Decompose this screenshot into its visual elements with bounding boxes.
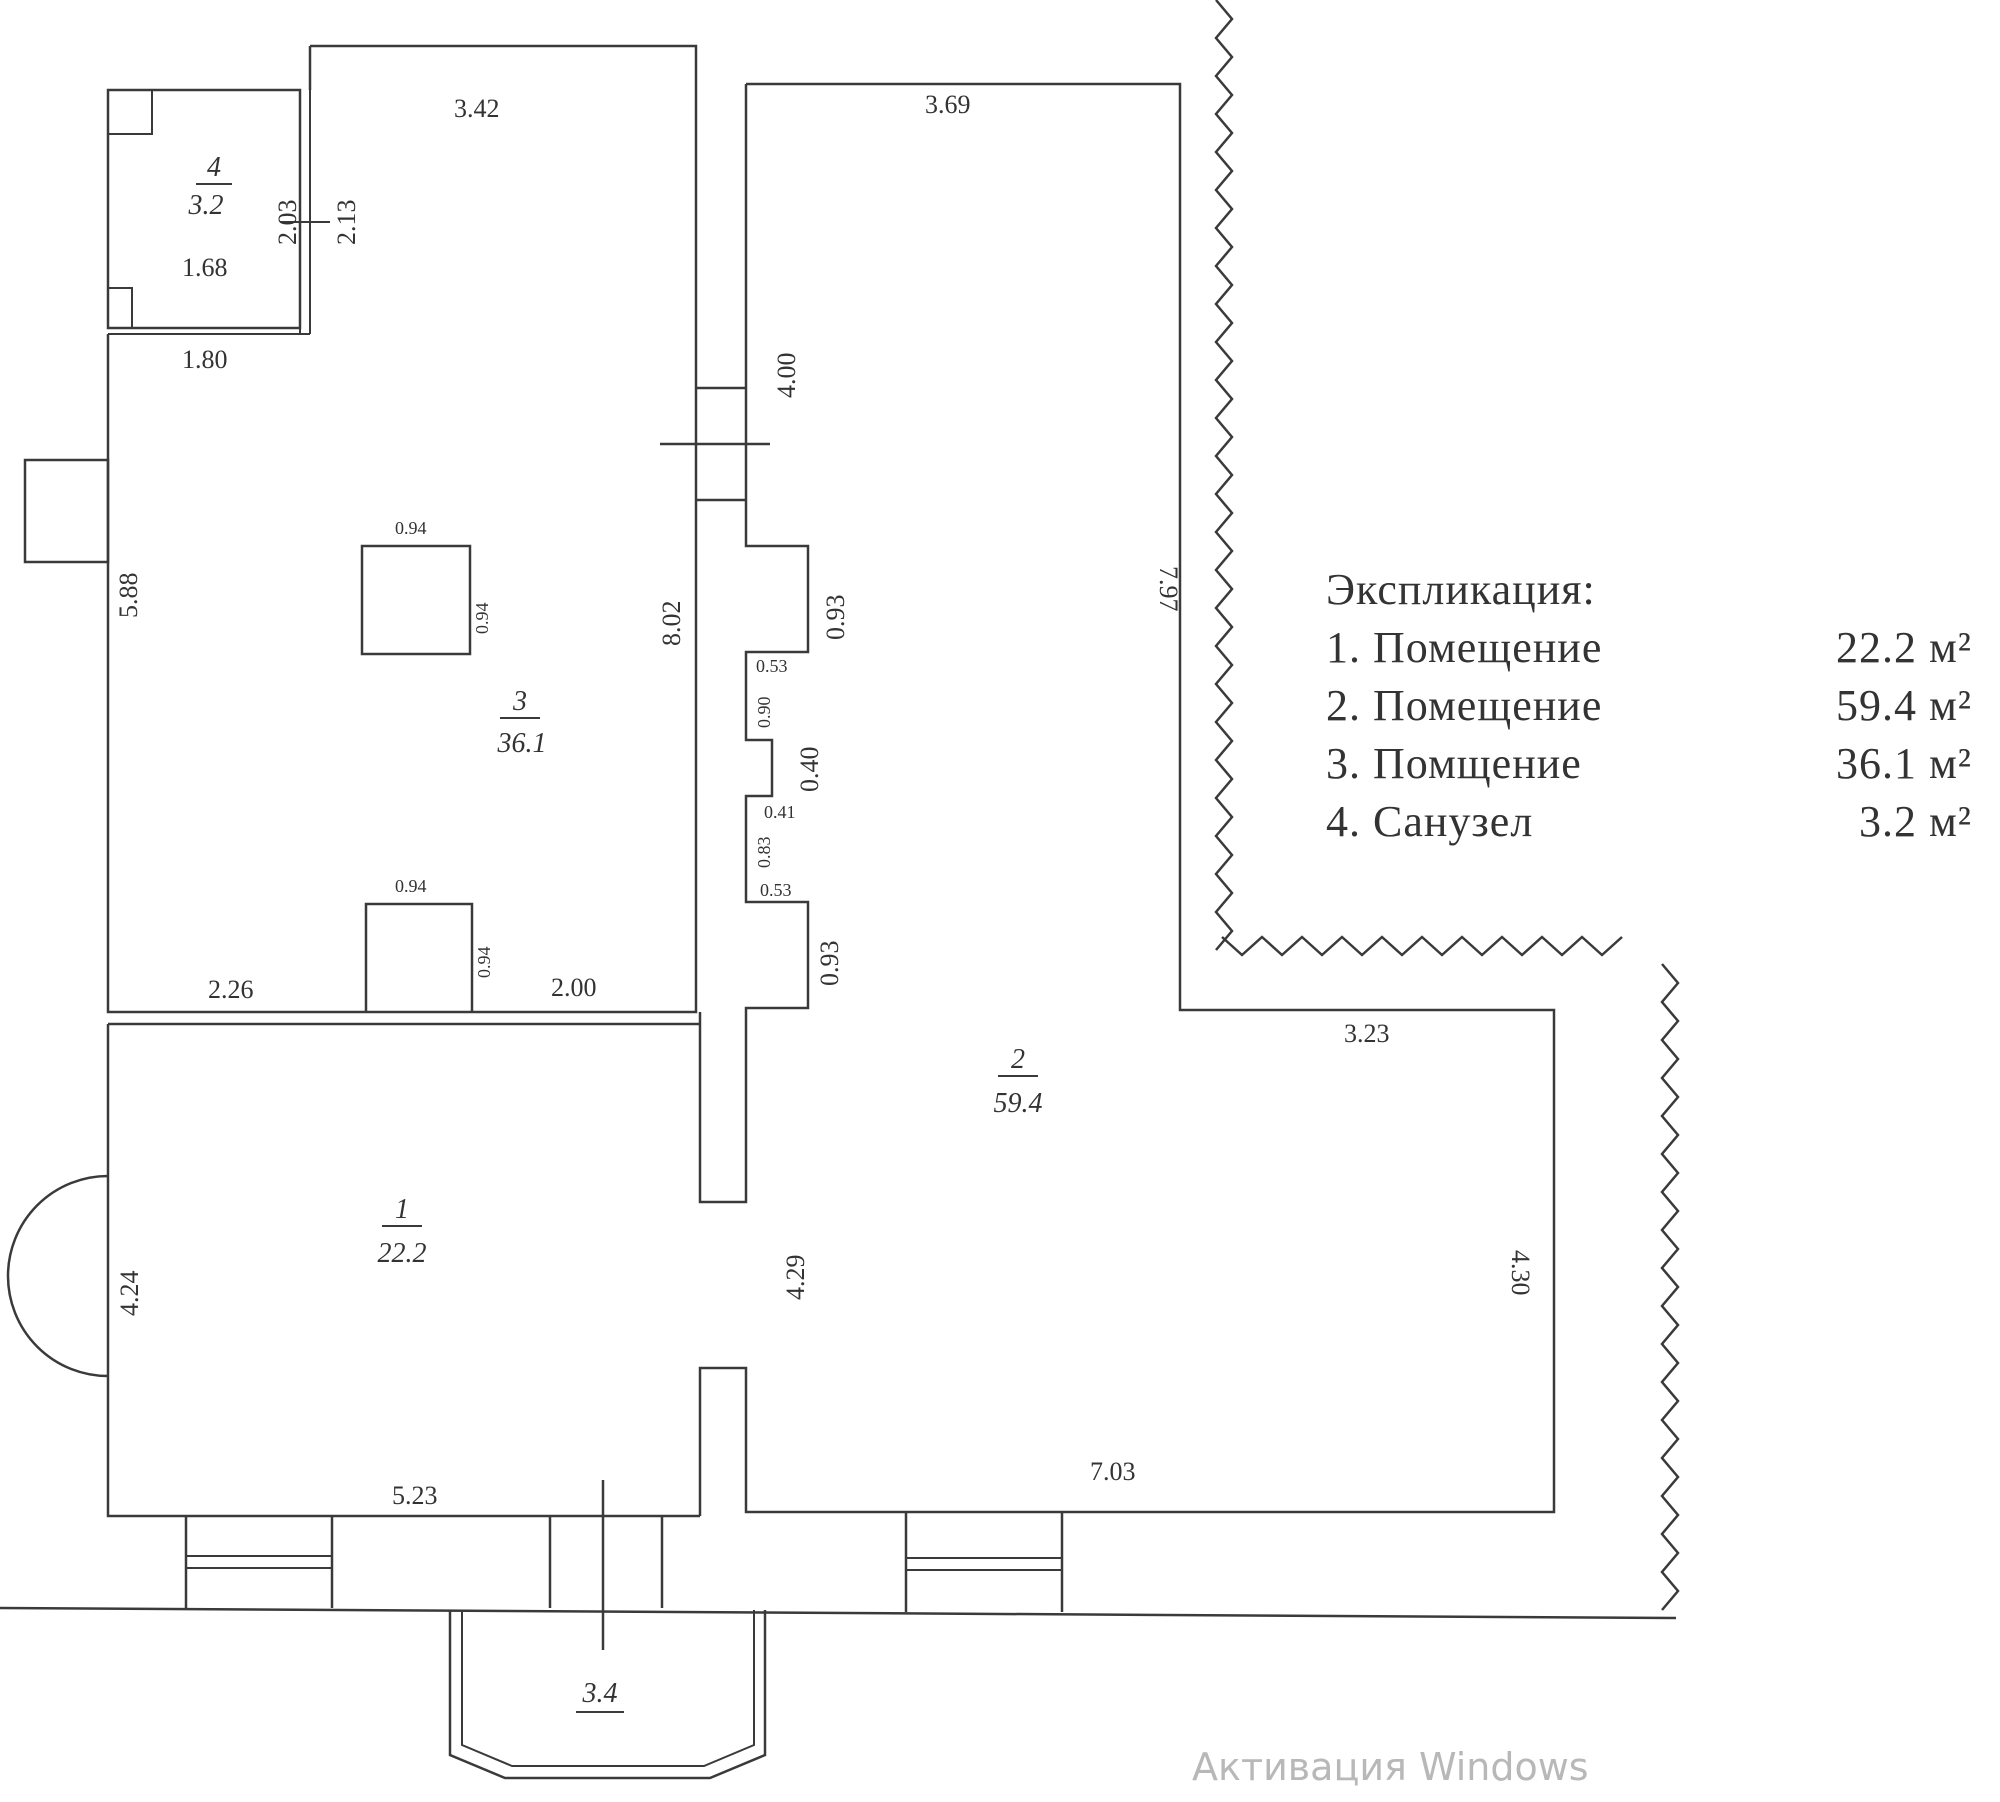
dim-094-niche-side: 0.94 (474, 947, 494, 979)
legend-item-2-area: 59.4 м² (1836, 681, 1972, 730)
dim-369: 3.69 (925, 90, 971, 119)
dim-342: 3.42 (454, 94, 500, 123)
exterior-wall (0, 1512, 1677, 1620)
room-4-label: 4 3.2 (188, 152, 232, 221)
room-3-number: 3 (512, 686, 527, 717)
legend-item-4-label: 4. Санузел (1326, 797, 1533, 846)
room-3-label: 3 36.1 (497, 686, 547, 759)
room-2-number: 2 (1011, 1044, 1025, 1075)
dim-168: 1.68 (182, 253, 228, 282)
dim-083: 0.83 (754, 837, 774, 869)
room-1-area: 22.2 (378, 1238, 427, 1269)
dim-090: 0.90 (754, 697, 774, 729)
dim-424: 4.24 (115, 1271, 144, 1317)
dim-400: 4.00 (772, 353, 801, 399)
dim-094-column-top: 0.94 (395, 518, 427, 538)
break-lines (1214, 0, 1680, 1611)
dim-203: 2.03 (273, 200, 302, 246)
dim-053-bottom: 0.53 (760, 880, 792, 900)
room-4-walls (106, 88, 330, 335)
dim-053-top: 0.53 (756, 656, 788, 676)
legend-title: Экспликация: (1326, 565, 1596, 614)
room-2-label: 2 59.4 (994, 1044, 1043, 1119)
legend-item-1-area: 22.2 м² (1836, 623, 1972, 672)
dim-226: 2.26 (208, 975, 254, 1004)
room-labels: 4 3.2 3 36.1 2 59.4 1 22.2 3.4 (188, 152, 1043, 1713)
dim-093-bottom: 0.93 (815, 941, 844, 987)
dim-323: 3.23 (1344, 1019, 1390, 1048)
room-3-walls (23, 44, 770, 1014)
dim-797: 7.97 (1154, 566, 1183, 612)
dim-094-niche-top: 0.94 (395, 876, 427, 896)
legend-item-3-label: 3. Помщение (1326, 739, 1582, 788)
porch-area: 3.4 (582, 1678, 618, 1709)
windows-activation-watermark: Активация Windows (1192, 1745, 1589, 1789)
dim-040: 0.40 (795, 747, 824, 793)
room-4-area: 3.2 (188, 190, 224, 221)
legend-item-3-area: 36.1 м² (1836, 739, 1972, 788)
dim-703: 7.03 (1090, 1457, 1136, 1486)
room-4-number: 4 (207, 152, 221, 183)
room-2-area: 59.4 (994, 1088, 1043, 1119)
porch-label: 3.4 (576, 1678, 624, 1713)
legend-item-2-label: 2. Помещение (1326, 681, 1602, 730)
room-1-label: 1 22.2 (378, 1194, 427, 1269)
dim-429: 4.29 (781, 1255, 810, 1301)
dim-213: 2.13 (332, 200, 361, 246)
dim-523: 5.23 (392, 1481, 438, 1510)
dim-041: 0.41 (764, 802, 796, 822)
dimension-labels: 3.42 3.69 2.03 2.13 1.68 1.80 4.00 5.88 … (114, 90, 1535, 1510)
dim-430: 4.30 (1506, 1250, 1535, 1296)
legend-item-1-label: 1. Помещение (1326, 623, 1602, 672)
porch (448, 1610, 767, 1780)
dim-180: 1.80 (182, 345, 228, 374)
dim-588: 5.88 (114, 573, 143, 619)
dim-200: 2.00 (551, 973, 597, 1002)
dim-094-column-side: 0.94 (472, 603, 492, 635)
room-1-walls (6, 1022, 700, 1650)
explication-legend: Экспликация: 1. Помещение 22.2 м² 2. Пом… (1326, 565, 1972, 846)
room-1-number: 1 (395, 1194, 409, 1225)
dim-093-top: 0.93 (821, 595, 850, 641)
room-2-walls (696, 82, 1556, 1516)
legend-item-4-area: 3.2 м² (1859, 797, 1972, 846)
room-3-area: 36.1 (497, 728, 547, 759)
dim-802: 8.02 (657, 601, 686, 647)
